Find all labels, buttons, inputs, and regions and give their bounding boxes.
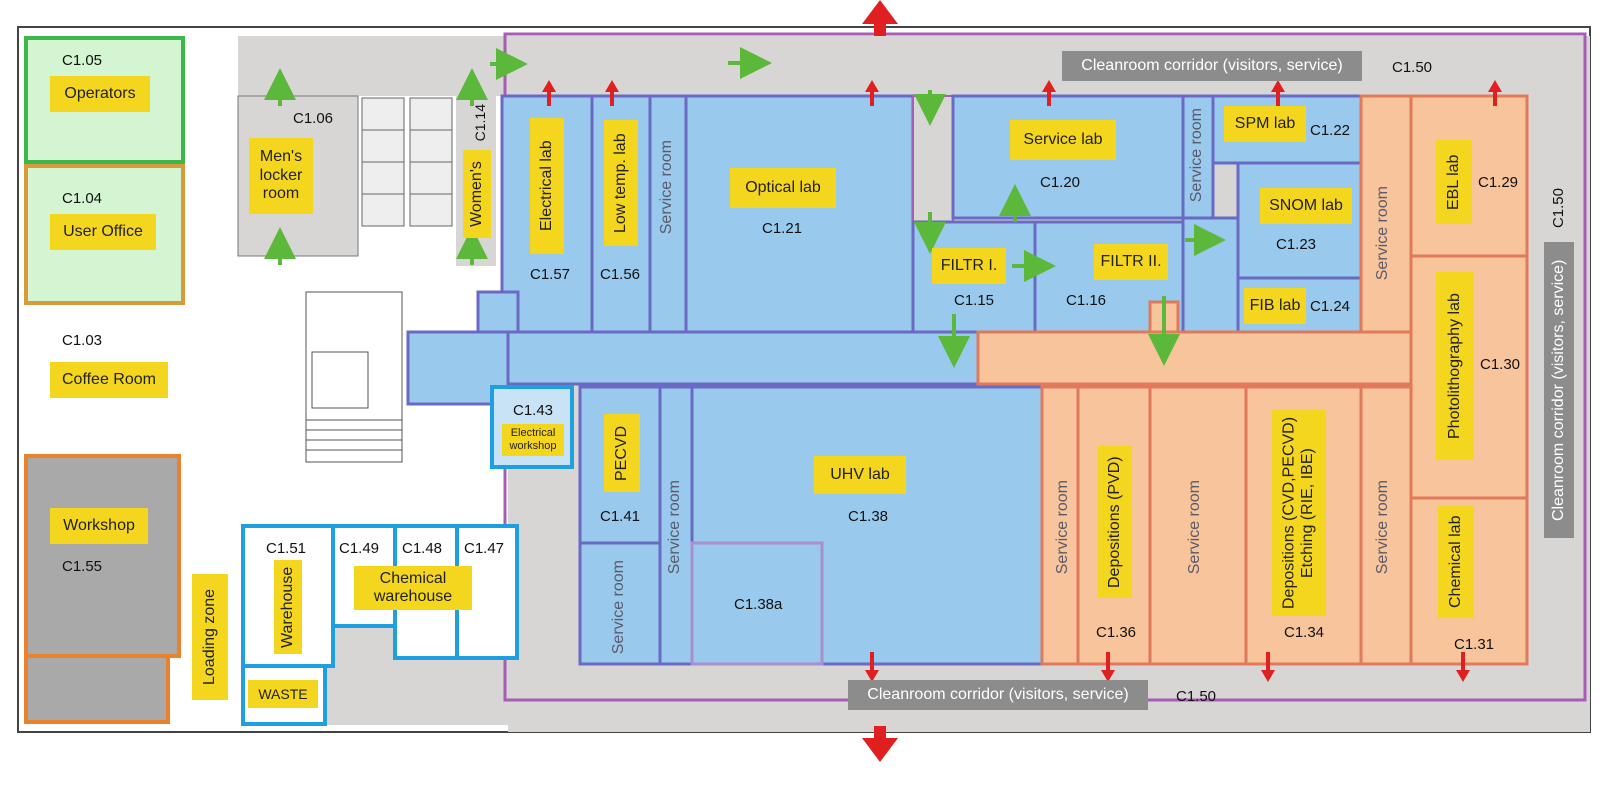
service-room-label: Service room — [610, 560, 627, 655]
room-number-c149: C1.49 — [339, 540, 380, 557]
room-c138a — [690, 541, 824, 666]
room-label-workshop: Workshop — [50, 508, 148, 544]
room-label-waste: WASTE — [248, 680, 318, 708]
room-label-loading-zone: Loading zone — [192, 574, 228, 700]
corridor-number-bottom: C1.50 — [1176, 688, 1217, 705]
exit-arrow-icon — [1488, 80, 1502, 92]
service-room-label: Service room — [1188, 108, 1205, 203]
room-label-filtr-1: FILTR I. — [932, 248, 1006, 284]
service-room-label: Service room — [666, 480, 683, 575]
exit-arrow-icon — [1271, 80, 1285, 92]
corridor-number-top: C1.50 — [1392, 59, 1433, 76]
room-number-c105: C1.05 — [62, 52, 103, 69]
room-number-c151: C1.51 — [266, 540, 307, 557]
exit-arrow-icon — [865, 80, 879, 92]
airflow-arrows — [264, 47, 1226, 368]
room-number-c138a: C1.38a — [734, 596, 783, 613]
cleanroom-outline — [503, 32, 1587, 702]
room-number-c122: C1.22 — [1310, 122, 1351, 139]
room-number-c103: C1.03 — [62, 332, 103, 349]
exit-arrow-icon — [605, 80, 619, 92]
exit-arrow-icon — [542, 80, 556, 92]
exit-arrow-icon — [1261, 670, 1275, 682]
room-label-operators: Operators — [50, 76, 150, 112]
service-room-label: Service room — [658, 140, 675, 235]
corridor-label-bottom: Cleanroom corridor (visitors, service) — [848, 680, 1148, 710]
room-number-c131: C1.31 — [1454, 636, 1495, 653]
room-label-depositions-pvd: Depositions (PVD) — [1098, 446, 1132, 598]
room-number-c124: C1.24 — [1310, 298, 1351, 315]
corridor-number-right: C1.50 — [1550, 188, 1567, 229]
exit-arrows — [542, 0, 1502, 762]
room-label-fib-lab: FIB lab — [1244, 288, 1306, 324]
room-number-c129: C1.29 — [1478, 174, 1519, 191]
service-room-label: Service room — [1374, 186, 1391, 281]
room-label-chemical-warehouse: Chemical warehouse — [354, 566, 472, 610]
room-number-c115: C1.15 — [954, 292, 995, 309]
room-label-optical-lab: Optical lab — [730, 168, 836, 208]
room-label-spm-lab: SPM lab — [1224, 106, 1306, 142]
room-label-snom-lab: SNOM lab — [1260, 188, 1352, 224]
service-room-label: Service room — [1374, 480, 1391, 575]
room-number-c136: C1.36 — [1096, 624, 1137, 641]
room-number-c157: C1.57 — [530, 266, 571, 283]
room-number-c120: C1.20 — [1040, 174, 1081, 191]
room-label-uhv-lab: UHV lab — [814, 456, 906, 494]
room-number-c116: C1.16 — [1066, 292, 1107, 309]
room-label-chemical-lab: Chemical lab — [1438, 506, 1474, 618]
room-number-c106: C1.06 — [293, 110, 334, 127]
exit-arrow-icon — [1101, 670, 1115, 682]
room-label-photolithography-lab: Photolithography lab — [1436, 272, 1474, 460]
corridor-label-top: Cleanroom corridor (visitors, service) — [1062, 51, 1362, 81]
room-label-user-office: User Office — [50, 214, 156, 250]
room-label-electrical-workshop: Electrical workshop — [502, 424, 564, 456]
room-label-low-temp-lab: Low temp. lab — [604, 120, 638, 246]
room-label-mens-locker: Men's locker room — [249, 138, 313, 214]
room-label-electrical-lab: Electrical lab — [530, 118, 564, 254]
cleanroom-corridor-inner — [976, 330, 1413, 386]
room-number-c123: C1.23 — [1276, 236, 1317, 253]
exit-arrow-icon — [862, 0, 898, 36]
exit-arrow-icon — [865, 670, 879, 682]
room-label-coffee-room: Coffee Room — [50, 362, 168, 398]
room-number-c138: C1.38 — [848, 508, 889, 525]
room-label-pecvd: PECVD — [604, 414, 640, 492]
toilet-stalls — [361, 97, 453, 227]
room-c121 — [684, 94, 915, 334]
room-number-c156: C1.56 — [600, 266, 641, 283]
room-label-womens: Women's — [463, 150, 491, 238]
room-label-warehouse: Warehouse — [274, 560, 302, 654]
room-label-service-lab: Service lab — [1010, 120, 1116, 160]
service-room-label: Service room — [1186, 480, 1203, 575]
room-label-ebl-lab: EBL lab — [1436, 140, 1472, 224]
room-label-depositions-cvd: Depositions (CVD,PECVD) Etching (RIE, IB… — [1272, 410, 1326, 616]
room-number-c114: C1.14 — [472, 104, 488, 142]
exit-arrow-icon — [862, 726, 898, 762]
room-number-c121: C1.21 — [762, 220, 803, 237]
room-number-c134: C1.34 — [1284, 624, 1325, 641]
room-c155 — [24, 454, 181, 658]
exit-arrow-icon — [1042, 80, 1056, 92]
corridor-label-right: Cleanroom corridor (visitors, service) — [1544, 242, 1574, 538]
room-number-c148: C1.48 — [402, 540, 443, 557]
room-number-c130: C1.30 — [1480, 356, 1521, 373]
room-number-c155: C1.55 — [62, 558, 103, 575]
room-number-c141: C1.41 — [600, 508, 641, 525]
room-label-filtr-2: FILTR II. — [1094, 244, 1168, 280]
room-number-c143: C1.43 — [513, 402, 554, 419]
room-number-c104: C1.04 — [62, 190, 103, 207]
room-number-c147: C1.47 — [464, 540, 505, 557]
service-room-label: Service room — [1054, 480, 1071, 575]
staircase — [305, 291, 403, 463]
exit-arrow-icon — [1456, 670, 1470, 682]
